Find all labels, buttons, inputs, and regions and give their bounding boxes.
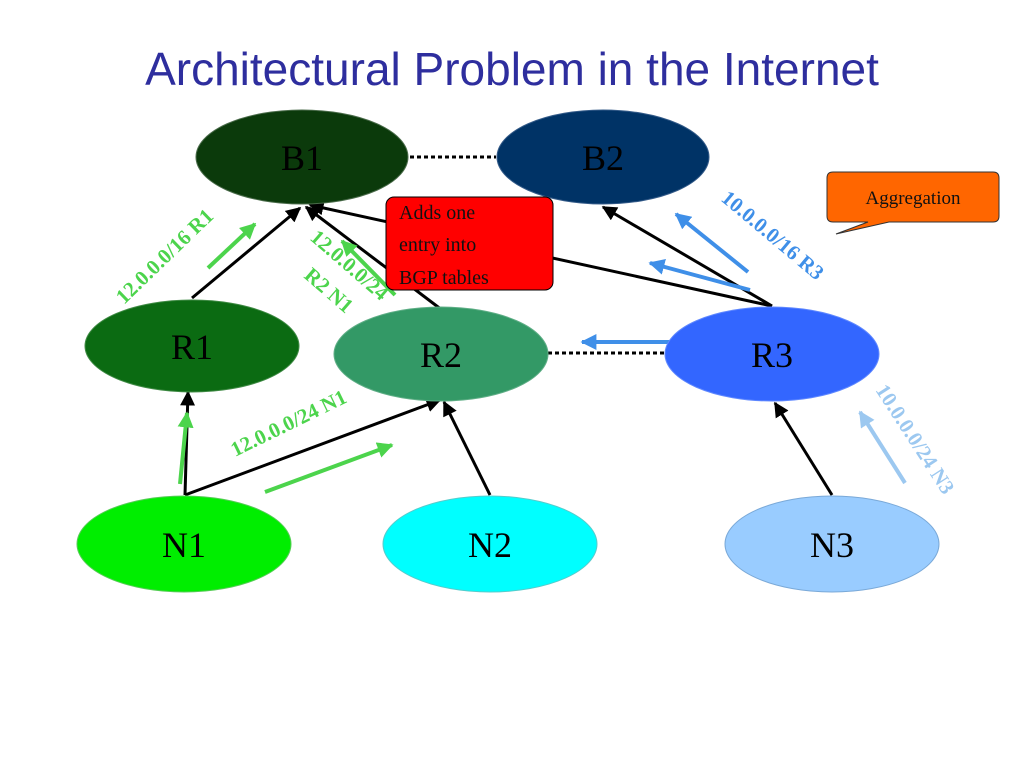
- route-arrow-n3-r3: [858, 410, 907, 485]
- link-n1-r2: [184, 397, 442, 497]
- node-b1: B1: [195, 109, 409, 205]
- aggregation-callout-label: Aggregation: [866, 188, 961, 209]
- aggregation-callout: Aggregation: [826, 171, 1000, 235]
- link-n3-r3: [773, 401, 834, 496]
- route-label-n3-r3: 10.0.0.0/24 N3: [871, 380, 960, 499]
- node-r3-shape: [664, 306, 880, 402]
- node-b2: B2: [496, 109, 710, 205]
- route-arrow-r3-b2-a: [674, 212, 750, 274]
- node-n3: N3: [724, 495, 940, 593]
- bgp-callout: Adds one entry into BGP tables: [385, 196, 554, 291]
- node-r1-shape: [84, 299, 300, 393]
- route-arrow-r3-b2-b: [648, 259, 751, 292]
- node-r1-label: R1: [171, 327, 213, 367]
- link-n2-r2: [442, 400, 492, 496]
- node-b2-shape: [496, 109, 710, 205]
- aggregation-callout-shape: [826, 171, 1000, 235]
- bgp-callout-box: [385, 196, 554, 291]
- node-n3-shape: [724, 495, 940, 593]
- node-n1-label: N1: [162, 525, 206, 565]
- route-arrow-n1-r1: [177, 411, 194, 485]
- route-arrow-r1-b1: [206, 222, 257, 270]
- node-b2-label: B2: [582, 138, 624, 178]
- node-n1: N1: [76, 495, 292, 593]
- node-n2-label: N2: [468, 525, 512, 565]
- node-n2-shape: [382, 495, 598, 593]
- node-r3-label: R3: [751, 335, 793, 375]
- link-r2-b1: [304, 205, 443, 312]
- node-r3: R3: [664, 306, 880, 402]
- link-n1-r1: [180, 390, 196, 496]
- node-r1: R1: [84, 299, 300, 393]
- node-r2: R2: [333, 306, 549, 402]
- bgp-callout-line-1: Adds one: [399, 202, 475, 224]
- node-n2: N2: [382, 495, 598, 593]
- route-label-r1-b1: 12.0.0.0/16 R1: [111, 204, 218, 309]
- node-r2-shape: [333, 306, 549, 402]
- link-r1-b1: [191, 206, 302, 300]
- route-arrow-r2-b1: [340, 239, 397, 297]
- bgp-callout-line-3: BGP tables: [399, 267, 489, 289]
- node-n1-shape: [76, 495, 292, 593]
- route-label-n1-r2: 12.0.0.0/24 N1: [227, 385, 351, 462]
- slide-title: Architectural Problem in the Internet: [145, 43, 879, 95]
- node-n3-label: N3: [810, 525, 854, 565]
- node-b1-shape: [195, 109, 409, 205]
- route-label-r3-b2: 10.0.0.0/16 R3: [717, 185, 829, 284]
- bgp-callout-line-2: entry into: [399, 234, 476, 256]
- node-r2-label: R2: [420, 335, 462, 375]
- route-arrows: [177, 212, 907, 494]
- route-arrow-n1-r2: [264, 442, 394, 494]
- node-b1-label: B1: [281, 138, 323, 178]
